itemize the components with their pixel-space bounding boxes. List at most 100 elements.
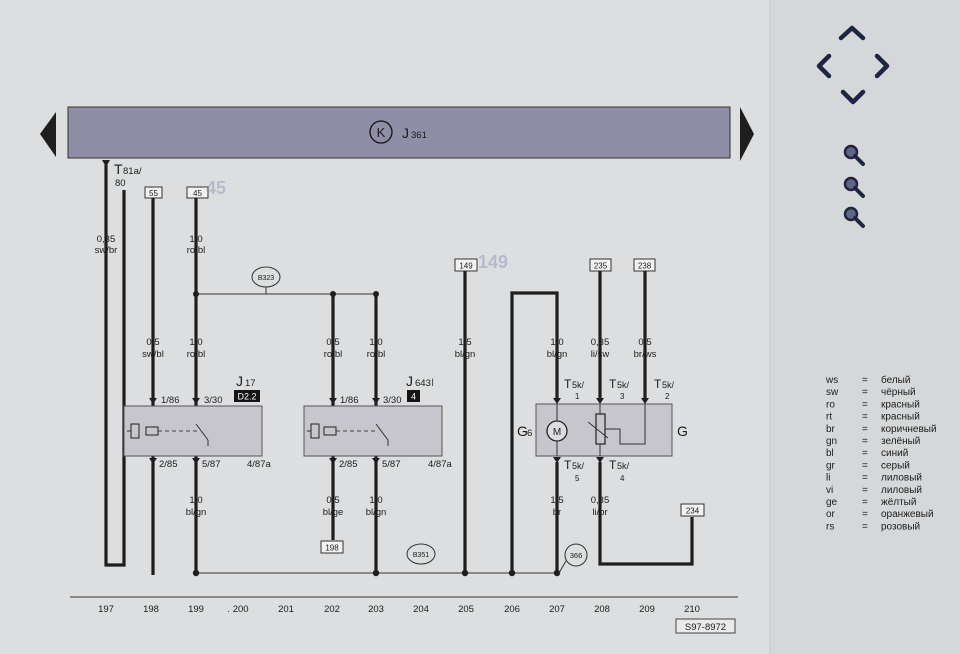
motor-label: M	[553, 427, 561, 438]
relay-j643-pin-285: 2/85	[339, 459, 358, 470]
relay-j643-pin-487a: 4/87a	[428, 459, 452, 470]
ref-235-label: 235	[594, 262, 608, 271]
side-panel	[770, 0, 960, 654]
wire-199-top-color: ro/bl	[187, 245, 205, 256]
wire-197-size: 0,35	[97, 234, 116, 245]
wire-209-color: br/ws	[634, 349, 657, 360]
legend-code: br	[826, 424, 836, 435]
ref-234-label: 234	[686, 507, 700, 516]
legend-eq: =	[862, 387, 868, 398]
legend-eq: =	[862, 375, 868, 386]
wire-208-bot-color: li/br	[592, 507, 607, 518]
scale-199: 199	[188, 604, 204, 615]
zoom-reset-icon[interactable]	[843, 176, 865, 198]
legend-eq: =	[862, 424, 868, 435]
scale-198: 198	[143, 604, 159, 615]
diagram-code-box	[675, 618, 736, 634]
legend-code: rt	[826, 412, 832, 423]
connector-t5k-1: T	[564, 377, 572, 391]
arrow-left-icon[interactable]	[816, 53, 832, 79]
scroll-right-icon[interactable]	[740, 107, 754, 161]
connector-t5k-1-sub: 5k/	[572, 380, 585, 390]
relay-j643[interactable]	[303, 405, 443, 457]
legend-eq: =	[862, 399, 868, 410]
connector-t5k-2-sub: 5k/	[662, 380, 675, 390]
wire-206-loop	[510, 291, 559, 575]
legend-code: sw	[826, 387, 839, 398]
zoom-in-icon[interactable]	[843, 144, 865, 166]
relay-j643-sub: 643	[415, 378, 431, 389]
wire-205-size: 1,5	[458, 337, 471, 348]
zoom-out-icon[interactable]	[843, 206, 865, 228]
connector-t81a-sub: 81a/	[123, 166, 142, 177]
relay-j643-badge	[407, 390, 420, 402]
wire-208-bot-size: 0,35	[591, 495, 610, 506]
scale-204: 204	[413, 604, 429, 615]
wire-205-color: bl/gn	[455, 349, 476, 360]
ref-45-watermark: 45	[206, 178, 226, 198]
sender-g-name: G	[677, 423, 688, 439]
wire-203-top-color: ro/bl	[367, 349, 385, 360]
wire-209-size: 0,5	[638, 337, 651, 348]
scale-208: 208	[594, 604, 610, 615]
ref-198-label: 198	[325, 544, 339, 553]
legend-name: красный	[881, 412, 920, 423]
arrow-down-icon[interactable]	[840, 89, 866, 105]
ref-tag-198[interactable]	[320, 540, 344, 554]
relay-j17-sub: 17	[245, 378, 256, 389]
wire-208-bottom	[598, 462, 694, 566]
connector-t5k-3: T	[609, 377, 617, 391]
scale-207: 207	[549, 604, 565, 615]
unit-name-sub: 361	[411, 130, 427, 141]
connector-t5k-1-pin: 1	[575, 392, 580, 401]
ref-45-label: 45	[193, 189, 202, 198]
scale-209: 209	[639, 604, 655, 615]
relay-j643-pin-330: 3/30	[383, 395, 402, 406]
legend-name: оранжевый	[881, 509, 934, 520]
relay-j17-pin-330: 3/30	[204, 395, 223, 406]
legend-name: лиловый	[881, 485, 922, 496]
relay-j17-pin-587: 5/87	[202, 459, 221, 470]
legend-name: лиловый	[881, 473, 922, 484]
wire-197-loop	[104, 165, 126, 567]
wire-198-color: sw/bl	[142, 349, 164, 360]
ref-tag-234[interactable]	[680, 503, 705, 517]
connector-t5k-5-pin: 5	[575, 474, 580, 483]
connector-t5k-2: T	[654, 377, 662, 391]
junction-b351-label: B351	[413, 552, 429, 559]
relay-j17-name: J	[236, 373, 243, 389]
wire-202-bot-size: 0,5	[326, 495, 339, 506]
legend-code: or	[826, 509, 836, 520]
wire-207-top-size: 1,0	[550, 337, 563, 348]
wire-203-top-size: 1,0	[369, 337, 382, 348]
connector-t5k-4: T	[609, 458, 617, 472]
legend-code: vi	[826, 485, 833, 496]
legend-name: зелёный	[881, 436, 920, 447]
legend-eq: =	[862, 460, 868, 471]
legend-code: bl	[826, 448, 834, 459]
legend-eq: =	[862, 436, 868, 447]
arrow-up-icon[interactable]	[838, 25, 866, 41]
legend-eq: =	[862, 509, 868, 520]
legend-code: gr	[826, 460, 836, 471]
legend-name: коричневый	[881, 424, 937, 435]
unit-name: J	[402, 125, 409, 141]
wire-202-top-size: 0,5	[326, 337, 339, 348]
arrow-right-icon[interactable]	[874, 53, 890, 79]
junction-b351[interactable]	[406, 543, 436, 565]
scroll-left-icon[interactable]	[40, 112, 56, 157]
relay-j17-badge	[234, 390, 260, 402]
color-legend: ws=белыйsw=чёрныйro=красныйrt=красныйbr=…	[825, 374, 937, 532]
relay-j643-pin-186: 1/86	[340, 395, 359, 406]
scale-197: 197	[98, 604, 114, 615]
scale-202: 202	[324, 604, 340, 615]
legend-eq: =	[862, 497, 868, 508]
scale-201: 201	[278, 604, 294, 615]
legend-name: серый	[881, 460, 910, 471]
ground-366[interactable]	[564, 543, 588, 567]
legend-code: ro	[826, 399, 835, 410]
wire-202-bot-color: bl/ge	[323, 507, 344, 518]
ref-149-watermark: 149	[478, 252, 508, 272]
wire-207-top-color: bl/gn	[547, 349, 568, 360]
wire-207-bot-size: 1,5	[550, 495, 563, 506]
